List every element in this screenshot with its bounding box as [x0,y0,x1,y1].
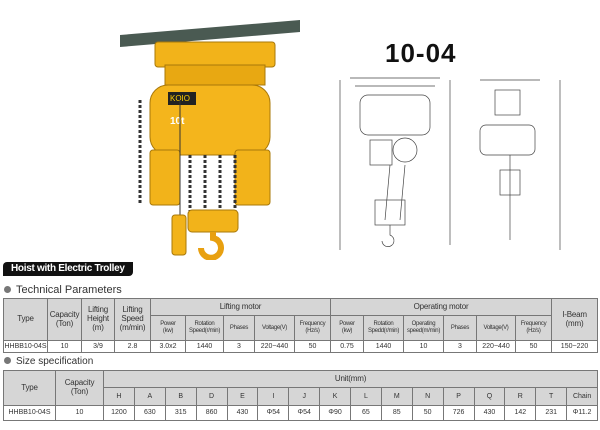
lifting-motor-subheader: Frequency (Hz/s) [294,315,331,341]
operating-motor-subheader: Operating speed(m/min) [403,315,444,341]
header-lifting-speed: Lifting Speed (m/min) [114,298,151,341]
svg-text:10t: 10t [170,116,185,127]
svg-text:KOIO: KOIO [170,94,190,103]
technical-parameters-heading: Technical Parameters [4,284,122,296]
dimension-header: N [411,387,444,406]
technical-parameters-table: Type Capacity (Ton) Lifting Height (m) L… [3,298,599,353]
table-cell: Φ54 [288,405,321,421]
table-cell: 3 [223,340,255,353]
table-cell: 0.75 [330,340,364,353]
table-cell: Φ11.2 [566,405,599,421]
table-cell: 85 [380,405,413,421]
lifting-motor-subheader: Phases [223,315,255,341]
header-capacity: Capacity (Ton) [47,298,82,341]
lifting-motor-subheader: Rotation Speed(r/min) [185,315,224,341]
dimension-header: M [380,387,413,406]
table-cell: 220~440 [254,340,295,353]
header-capacity: Capacity (Ton) [55,370,104,406]
table-cell: 430 [226,405,259,421]
dimension-header: B [164,387,197,406]
operating-motor-subheader: Frequency (Hz/s) [514,315,553,341]
table-cell: 10 [55,405,104,421]
dimension-header: Chain [566,387,599,406]
header-type: Type [3,370,56,406]
table-cell: 630 [133,405,166,421]
header-ibeam: I-Beam (mm) [551,298,599,341]
table-cell: 3 [443,340,477,353]
dimension-header: I [257,387,290,406]
header-lifting-height: Lifting Height (m) [81,298,115,341]
model-number: 10-04 [385,38,457,68]
header-lifting-motor: Lifting motor [150,298,331,316]
dimension-header: D [195,387,228,406]
table-cell: 1200 [103,405,135,421]
table-cell: 10 [403,340,444,353]
section-title: Size specification [16,356,94,367]
header-type: Type [3,298,48,341]
table-cell: 1440 [185,340,224,353]
section-title: Technical Parameters [16,284,122,296]
dimension-header: R [504,387,537,406]
operating-motor-subheader: Voltage(V) [476,315,516,341]
header-operating-motor: Operating motor [329,298,553,316]
table-cell: Φ90 [319,405,351,421]
table-cell: 50 [514,340,553,353]
lifting-motor-subheader: Power (kw) [150,315,186,341]
table-cell: 142 [504,405,537,421]
table-cell: 1440 [363,340,404,353]
operating-motor-subheader: Phases [443,315,477,341]
table-cell: 315 [164,405,197,421]
table-cell: 2.8 [114,340,151,353]
operating-motor-subheader: Power (kw) [330,315,364,341]
table-cell: 3/9 [81,340,115,353]
table-cell: 3.0x2 [150,340,186,353]
dimension-header: J [288,387,321,406]
table-cell: 150~220 [551,340,599,353]
dimension-header: T [535,387,568,406]
table-cell: 860 [195,405,228,421]
dimension-header: A [133,387,166,406]
table-cell: 10 [47,340,82,353]
table-cell: 220~440 [476,340,516,353]
table-cell: HHBB10-04S [3,340,48,353]
table-cell: HHBB10-04S [3,405,56,421]
dimension-header: Q [473,387,506,406]
table-cell: 65 [350,405,382,421]
dimension-header: L [350,387,382,406]
dimension-diagram [339,77,561,250]
dimension-header: P [442,387,475,406]
table-cell: 726 [442,405,475,421]
table-cell: 50 [411,405,444,421]
size-specification-heading: Size specification [4,356,93,367]
hoist-product-image: KOIO 10t [120,20,300,260]
table-cell: Φ54 [257,405,290,421]
header-unit: Unit(mm) [102,370,599,388]
table-cell: 50 [294,340,331,353]
product-banner: Hoist with Electric Trolley [3,262,133,276]
dimension-header: H [103,387,135,406]
operating-motor-subheader: Rotation Spedd(r/min) [363,315,404,341]
bullet-icon [4,285,11,293]
bullet-icon [4,356,11,364]
table-cell: 231 [535,405,568,421]
lifting-motor-subheader: Voltage(V) [254,315,295,341]
table-cell: 430 [473,405,506,421]
dimension-header: E [226,387,259,406]
dimension-header: K [319,387,351,406]
